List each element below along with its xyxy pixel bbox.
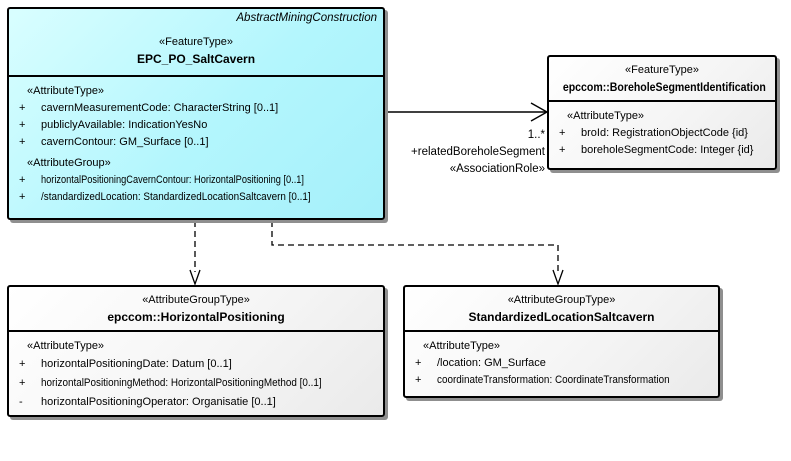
attribute-text: cavernContour: GM_Surface [0..1] (41, 136, 209, 148)
attribute-row: + /location: GM_Surface (415, 355, 714, 372)
attribute-row: + horizontalPositioningDate: Datum [0..1… (19, 355, 379, 374)
class-epc-po-saltcavern[interactable]: AbstractMiningConstruction «FeatureType»… (7, 7, 385, 220)
class-name: EPC_PO_SaltCavern (136, 52, 256, 66)
attribute-text: cavernMeasurementCode: CharacterString [… (41, 102, 279, 114)
visibility-sign: + (19, 119, 26, 131)
attribute-compartment: «AttributeType» + cavernMeasurementCode:… (9, 77, 383, 206)
class-stereotype: «FeatureType» (625, 64, 699, 76)
class-name: epccom::HorizontalPositioning (107, 310, 285, 324)
attribute-row: + coordinateTransformation: CoordinateTr… (415, 372, 714, 389)
attribute-compartment: «AttributeType» + broId: RegistrationObj… (549, 102, 775, 159)
attribute-row: - horizontalPositioningOperator: Organis… (19, 393, 379, 412)
class-horizontal-positioning[interactable]: «AttributeGroupType» epccom::HorizontalP… (7, 285, 385, 417)
dependency-line-standardized-location (271, 221, 559, 272)
attribute-text: horizontalPositioningCavernContour: Hori… (41, 174, 304, 186)
attribute-compartment: «AttributeType» + /location: GM_Surface … (405, 332, 718, 389)
dependency-arrowhead-horizontal-positioning-icon (189, 269, 201, 286)
class-stereotype: «AttributeGroupType» (507, 294, 616, 306)
class-header: «AttributeGroupType» StandardizedLocatio… (405, 287, 718, 332)
class-stereotype: «AttributeGroupType» (142, 294, 250, 306)
attribute-text: boreholeSegmentCode: Integer {id} (581, 144, 754, 156)
attribute-row: + /standardizedLocation: StandardizedLoc… (19, 189, 379, 206)
association-open-arrowhead-icon (530, 102, 549, 122)
visibility-sign: + (559, 127, 566, 139)
attribute-row: + horizontalPositioningCavernContour: Ho… (19, 172, 379, 189)
attribute-text: horizontalPositioningDate: Datum [0..1] (41, 358, 232, 370)
association-role-name: +relatedBoreholeSegment (411, 146, 545, 158)
attribute-text: /standardizedLocation: StandardizedLocat… (41, 191, 311, 203)
class-header: «AttributeGroupType» epccom::HorizontalP… (9, 287, 383, 332)
class-name: epccom::BoreholeSegmentIdentification (562, 80, 766, 94)
visibility-sign: + (415, 374, 422, 386)
section-stereotype: «AttributeType» (567, 110, 645, 122)
class-name: StandardizedLocationSaltcavern (468, 310, 655, 324)
attribute-text: publiclyAvailable: IndicationYesNo (41, 119, 208, 131)
visibility-sign: - (19, 396, 23, 408)
section-stereotype: «AttributeGroup» (27, 157, 111, 169)
attribute-text: horizontalPositioningMethod: HorizontalP… (41, 377, 322, 389)
attribute-text: /location: GM_Surface (437, 357, 546, 369)
dependency-arrowhead-standardized-location-icon (552, 269, 564, 286)
class-header: AbstractMiningConstruction «FeatureType»… (9, 9, 383, 77)
attribute-row: + boreholeSegmentCode: Integer {id} (559, 142, 771, 159)
visibility-sign: + (19, 358, 26, 370)
parent-class-label: AbstractMiningConstruction (236, 12, 377, 24)
association-labels: 1..* +relatedBoreholeSegment «Associatio… (345, 127, 545, 178)
visibility-sign: + (19, 377, 26, 389)
class-stereotype: «FeatureType» (159, 36, 233, 48)
association-stereotype: «AssociationRole» (449, 163, 545, 175)
attribute-compartment: «AttributeType» + horizontalPositioningD… (9, 332, 383, 412)
visibility-sign: + (19, 191, 26, 203)
attribute-text: broId: RegistrationObjectCode {id} (581, 127, 748, 139)
section-stereotype: «AttributeType» (27, 85, 105, 97)
visibility-sign: + (559, 144, 566, 156)
attribute-text: horizontalPositioningOperator: Organisat… (41, 396, 276, 408)
visibility-sign: + (19, 102, 26, 114)
visibility-sign: + (19, 136, 26, 148)
visibility-sign: + (415, 357, 422, 369)
attribute-row: + cavernMeasurementCode: CharacterString… (19, 100, 379, 117)
class-standardized-location-saltcavern[interactable]: «AttributeGroupType» StandardizedLocatio… (403, 285, 720, 398)
section-stereotype: «AttributeType» (423, 340, 501, 352)
attribute-row: + cavernContour: GM_Surface [0..1] (19, 134, 379, 151)
attribute-row: + publiclyAvailable: IndicationYesNo (19, 117, 379, 134)
attribute-row: + horizontalPositioningMethod: Horizonta… (19, 374, 379, 393)
attribute-row: + broId: RegistrationObjectCode {id} (559, 125, 771, 142)
attribute-text: coordinateTransformation: CoordinateTran… (437, 374, 670, 386)
class-borehole-segment-identification[interactable]: «FeatureType» epccom::BoreholeSegmentIde… (547, 55, 777, 170)
class-header: «FeatureType» epccom::BoreholeSegmentIde… (549, 57, 775, 102)
association-multiplicity: 1..* (527, 129, 545, 141)
section-stereotype: «AttributeType» (27, 340, 105, 352)
visibility-sign: + (19, 174, 26, 186)
